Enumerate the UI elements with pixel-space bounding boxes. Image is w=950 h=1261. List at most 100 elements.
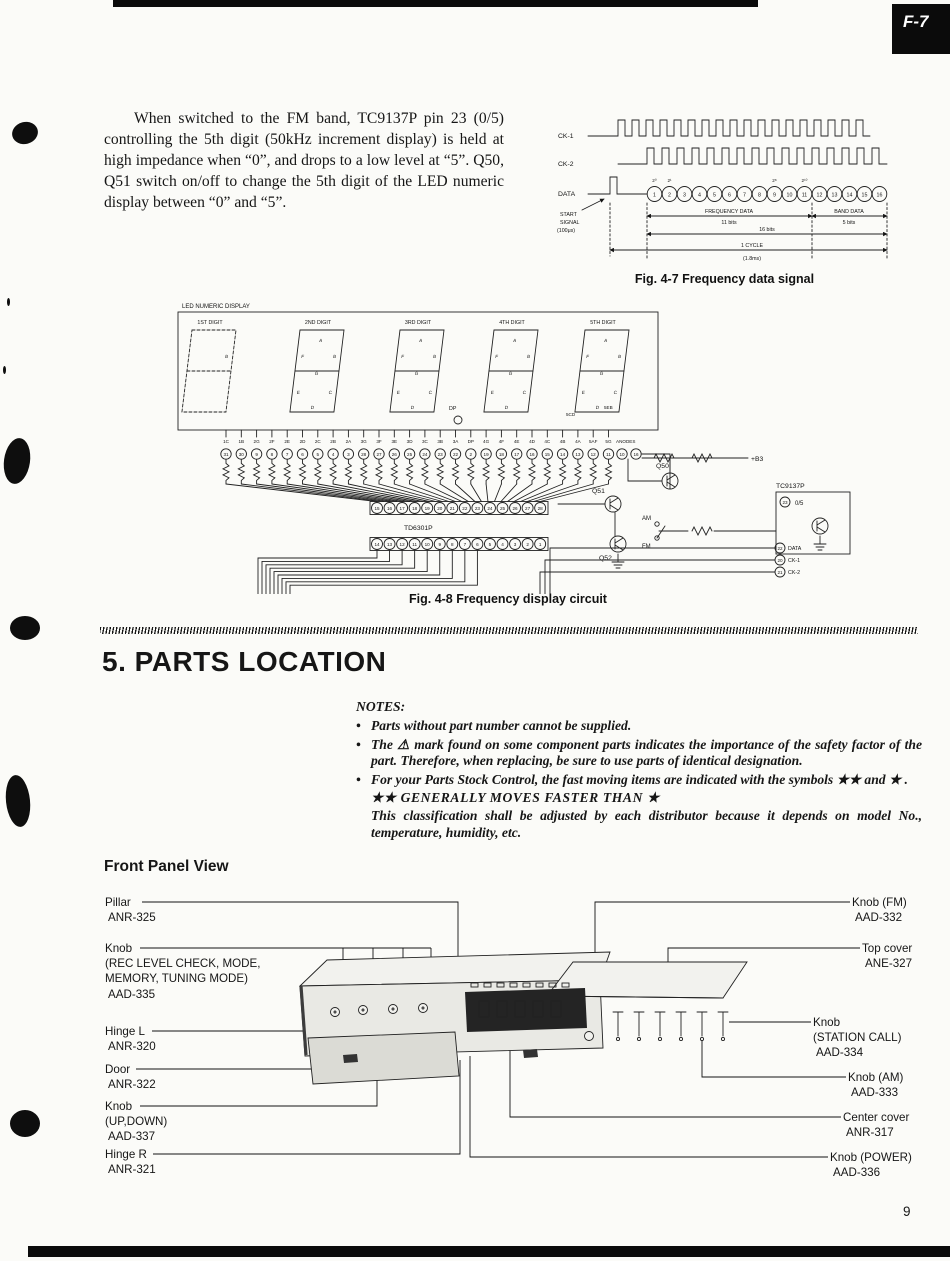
ic-pin-label: DATA <box>788 546 802 552</box>
start-signal-label: START <box>560 212 578 218</box>
pin-label: 4D <box>529 439 536 444</box>
part-number: ANR-320 <box>108 1040 156 1054</box>
fm-label: FM <box>642 544 651 550</box>
pin-label: 3B <box>437 439 443 444</box>
stock-control-note: This classification shall be adjusted by… <box>371 808 922 840</box>
pin-number: 23 <box>438 452 444 457</box>
resistor <box>436 458 445 485</box>
segment-letter: G <box>600 371 605 376</box>
ic-pin-label: CK-1 <box>788 558 800 564</box>
chip-pin-number: 27 <box>525 506 531 511</box>
part-callout: Knob (POWER)AAD-336 <box>830 1150 912 1180</box>
segment-letter: B <box>527 354 531 359</box>
part-name: Knob (AM) <box>848 1071 904 1084</box>
pin-label: 3E <box>391 439 397 444</box>
segment-letter: E <box>396 390 400 395</box>
door-knob <box>388 1004 398 1014</box>
part-name: Center cover <box>843 1111 910 1124</box>
segment-letter: F <box>301 354 305 359</box>
note-text: The ⚠ mark found on some component parts… <box>371 737 922 770</box>
chip-pin <box>383 502 396 514</box>
pin-label: 4B <box>560 439 566 444</box>
bullet-icon: • <box>356 736 361 752</box>
callout-line <box>469 1056 828 1158</box>
bit-weight-label: 2⁸ <box>772 178 777 183</box>
part-callout: Hinge L ANR-320 <box>105 1024 156 1054</box>
chip-pin <box>421 502 434 514</box>
data-bit-number: 7 <box>743 192 746 198</box>
door-knob <box>330 1007 340 1017</box>
ic-pin <box>774 554 786 566</box>
chip-pin-number: 9 <box>438 542 441 547</box>
bit-weight-label: 2⁰ <box>652 178 657 183</box>
chip-pin-number: 28 <box>538 506 544 511</box>
chip-pin <box>383 538 396 550</box>
resistor <box>451 458 460 485</box>
chip-pin-number: 6 <box>476 542 479 547</box>
resistor <box>221 458 231 485</box>
band-bits-label: 5 bits <box>843 220 856 226</box>
segment-letter: G <box>415 371 420 376</box>
part-number: ANR-325 <box>108 911 156 925</box>
scan-artifact <box>10 616 40 640</box>
chip-pin <box>446 538 459 550</box>
chip-pin-number: 1 <box>539 542 542 547</box>
pin-label: 3C <box>422 439 429 444</box>
pin-number: 8 <box>271 452 274 457</box>
section-tab: F-7 <box>892 4 950 54</box>
data-bit-cell <box>871 186 888 202</box>
parts-location-title: 5. PARTS LOCATION <box>102 646 387 677</box>
data-bit-number: 9 <box>773 192 776 198</box>
resistor <box>604 458 613 485</box>
chip-pin-number: 19 <box>425 506 431 511</box>
ck2-label: CK-2 <box>558 161 574 168</box>
chip-pin <box>433 502 446 514</box>
pin-number: 11 <box>606 452 611 457</box>
b3-supply-label: +B3 <box>751 456 764 463</box>
resistor <box>573 458 582 485</box>
callout-line <box>509 1051 841 1118</box>
frequency-data-label: FREQUENCY DATA <box>705 209 753 215</box>
front-button <box>548 982 557 988</box>
front-button <box>535 982 544 988</box>
part-number: AAD-337 <box>108 1130 156 1144</box>
receiver-illustration <box>298 951 748 1085</box>
data-bit-number: 2 <box>668 192 671 198</box>
front-button <box>496 982 505 988</box>
ic-pin-number: 20 <box>777 558 783 563</box>
data-bit-number: 13 <box>832 192 838 198</box>
bullet-icon: • <box>356 718 361 734</box>
resistor <box>558 458 567 485</box>
front-panel-view-title: Front Panel View <box>104 858 229 875</box>
display-digit <box>478 1000 490 1018</box>
seg-5cd-label: 5CD <box>566 412 576 417</box>
segment-letter: B <box>433 354 437 359</box>
seg-5eb-label: 5EB <box>604 405 613 410</box>
chip-pin <box>471 538 484 550</box>
pin-label: 3A <box>453 439 460 444</box>
pin-label: 2F <box>269 439 275 444</box>
part-number: AAD-336 <box>833 1166 881 1180</box>
part-name: Door <box>105 1063 131 1076</box>
note-text: Parts without part number cannot be supp… <box>371 718 632 734</box>
chip-pin-number: 12 <box>400 542 406 547</box>
ic-pin <box>774 542 786 554</box>
part-callout: Knob(REC LEVEL CHECK, MODE, MEMORY, TUNI… <box>105 941 260 1002</box>
display-window <box>465 988 587 1032</box>
resistor <box>267 458 276 485</box>
notes-heading: NOTES: <box>356 699 406 714</box>
note-text: For your Parts Stock Control, the fast m… <box>371 771 908 787</box>
part-name: Hinge R <box>105 1148 147 1161</box>
chip-pin <box>496 538 509 550</box>
chip-pin <box>471 502 484 514</box>
part-name: Hinge L <box>105 1025 145 1038</box>
data-bit-number: 14 <box>847 192 853 198</box>
front-button <box>483 982 492 988</box>
note-item: • The ⚠ mark found on some component par… <box>356 737 922 770</box>
pin-number: 7 <box>286 452 289 457</box>
